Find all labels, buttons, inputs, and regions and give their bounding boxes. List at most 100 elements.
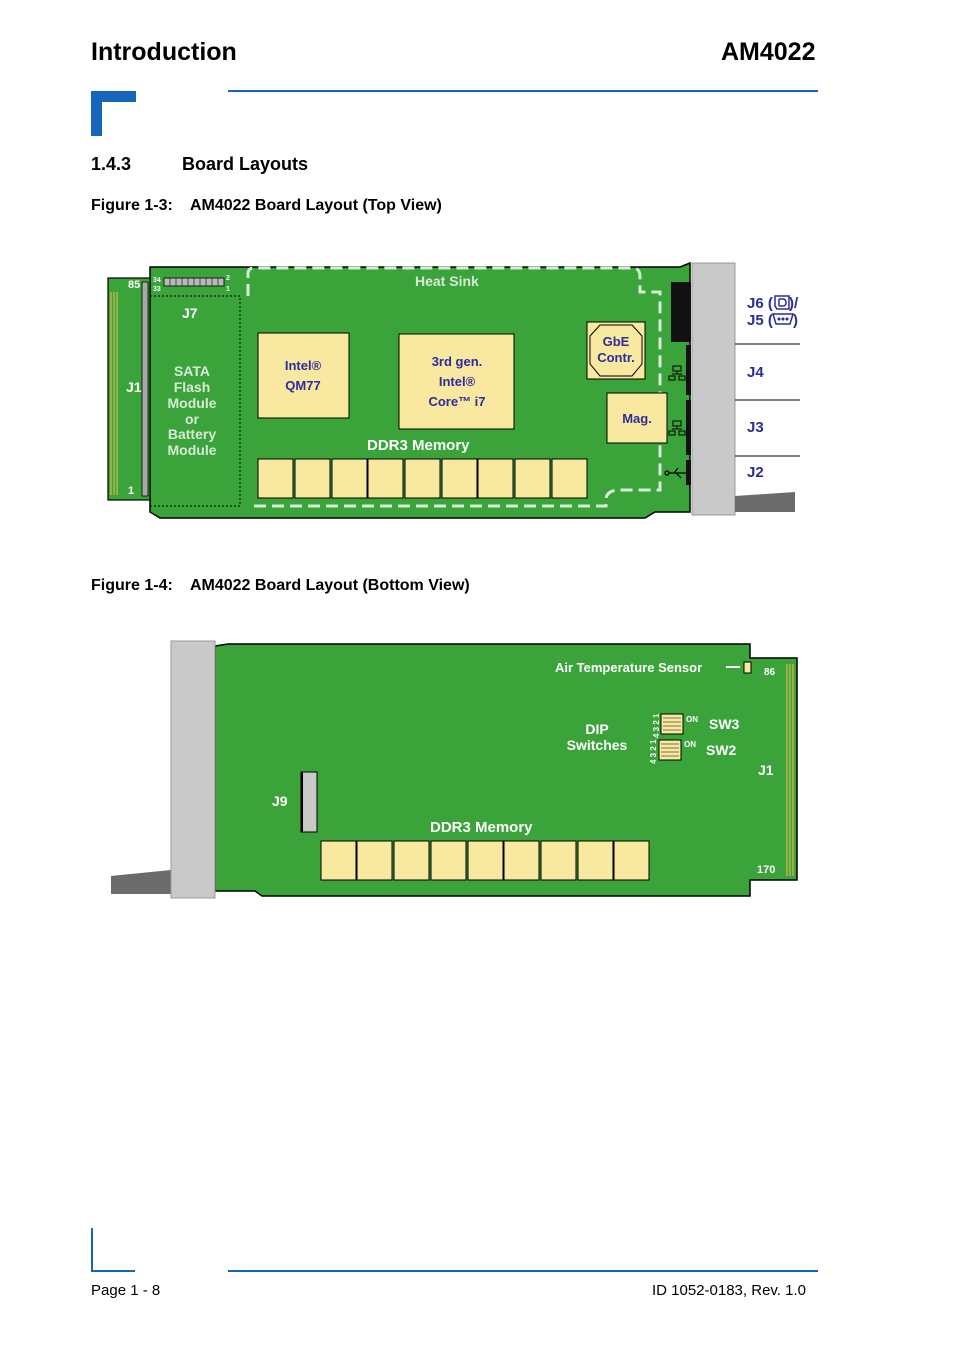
label-air-temp: Air Temperature Sensor [555, 660, 702, 675]
ddr3-chip [294, 458, 331, 499]
board-top-view: 85 34 33 2 1 1 J7 J1 Heat Sink SATA Flas… [107, 261, 800, 519]
chip-cpu [398, 333, 515, 430]
ddr3-chip [331, 458, 368, 499]
ddr3-chip [540, 840, 577, 881]
pin-label-2: 2 [226, 275, 230, 282]
figure-top-caption: Figure 1-3: AM4022 Board Layout (Top Vie… [91, 197, 442, 214]
heat-sink-outline [246, 266, 662, 508]
label-j1-bottom: J1 [758, 762, 774, 778]
pin-label-86: 86 [764, 667, 776, 678]
ddr3-chip [404, 458, 441, 499]
ejector-handle-bottom [111, 870, 171, 894]
label-sata-3: Module [168, 395, 217, 411]
board-bottom-view: Air Temperature Sensor 86 170 DIP Switch… [111, 640, 798, 899]
ddr3-chip [356, 840, 393, 881]
footer-page-number: Page 1 - 8 [91, 1282, 161, 1299]
ddr3-chip [467, 840, 504, 881]
vga-icon [771, 313, 795, 325]
ddr3-chip [551, 458, 588, 499]
ddr3-chip [477, 458, 514, 499]
chip-magnetics [606, 392, 668, 444]
section-number: 1.4.3 [91, 154, 132, 174]
ddr3-chip [514, 458, 551, 499]
label-sata-1: SATA [174, 363, 210, 379]
label-j4: J4 [747, 364, 764, 381]
usb-icon-j2 [664, 467, 686, 479]
label-sw2: SW2 [706, 742, 737, 758]
label-j6-tail: )/ [789, 295, 799, 312]
dip-switch-sw3 [660, 713, 684, 735]
label-dip-1: DIP [585, 721, 608, 737]
ethernet-icon-j4 [668, 365, 686, 381]
label-ddr3-bottom: DDR3 Memory [430, 819, 533, 836]
ddr3-chip [320, 840, 357, 881]
section-title: Board Layouts [182, 154, 309, 174]
label-intel-1: Intel® [285, 358, 322, 373]
pin-label-170: 170 [757, 864, 775, 876]
sata-module-area [149, 295, 241, 507]
label-dip-2: Switches [567, 737, 628, 753]
pin-label-1b: 1 [128, 485, 134, 497]
connector-j9 [300, 771, 318, 833]
ddr3-chip [367, 458, 404, 499]
pin-label-33: 33 [153, 286, 161, 293]
label-sata-6: Module [168, 442, 217, 458]
pin-label-85: 85 [128, 279, 140, 291]
ddr3-chip [430, 840, 467, 881]
label-sw3: SW3 [709, 716, 740, 732]
ddr3-chip [613, 840, 650, 881]
pin-label-1a: 1 [226, 286, 230, 293]
label-ddr3-top: DDR3 Memory [367, 437, 470, 454]
label-cpu-3: Core™ i7 [428, 394, 485, 409]
footer-doc-id: ID 1052-0183, Rev. 1.0 [652, 1282, 806, 1299]
label-heat-sink: Heat Sink [415, 273, 479, 289]
label-digits-sw3: 4 3 2 1 [652, 713, 661, 738]
ddr3-chip [257, 458, 294, 499]
label-sata-2: Flash [174, 379, 211, 395]
air-temp-sensor [743, 661, 752, 674]
pin-label-34: 34 [153, 277, 161, 284]
label-j6: J6 ( [747, 295, 773, 312]
header-product-name: AM4022 [721, 38, 816, 66]
label-j2: J2 [747, 464, 764, 481]
label-sata-5: Battery [168, 426, 216, 442]
displayport-icon [774, 295, 790, 310]
label-sata-4: or [185, 411, 200, 427]
corner-mark-horizontal [91, 91, 136, 102]
front-panel-bottom [170, 640, 216, 899]
board-bottom-pcb [214, 643, 798, 897]
label-gbe-2: Contr. [597, 350, 635, 365]
label-j3: J3 [747, 419, 764, 436]
label-on-sw3: ON [686, 715, 698, 724]
label-digits-sw2: 4 3 2 1 [649, 739, 658, 764]
ejector-handle-top [735, 492, 795, 512]
label-intel-2: QM77 [285, 378, 320, 393]
figure-bottom-caption: Figure 1-4: AM4022 Board Layout (Bottom … [91, 577, 470, 594]
ddr3-chip [503, 840, 540, 881]
ddr3-chip [577, 840, 614, 881]
ethernet-icon-j3 [668, 420, 686, 436]
corner-mark-vertical [91, 91, 102, 136]
footer-corner-horizontal [91, 1270, 135, 1272]
chip-gbe [586, 321, 646, 380]
footer-corner-vertical [91, 1228, 93, 1272]
label-cpu-1: 3rd gen. [432, 354, 483, 369]
label-j7: J7 [182, 305, 198, 321]
ddr3-chip [441, 458, 478, 499]
footer-rule [228, 1270, 818, 1272]
label-mag: Mag. [622, 411, 652, 426]
ddr3-chip [393, 840, 430, 881]
label-cpu-2: Intel® [439, 374, 476, 389]
label-j5: J5 ( [747, 312, 773, 329]
front-panel-top [691, 262, 736, 516]
label-j1-top: J1 [126, 379, 142, 395]
header-section-title: Introduction [91, 38, 237, 66]
chip-intel-qm77 [257, 332, 350, 419]
label-j5-tail: ) [793, 312, 798, 329]
label-on-sw2: ON [684, 740, 696, 749]
label-gbe-1: GbE [603, 334, 630, 349]
connector-j6-j5 [671, 282, 691, 342]
dip-switch-sw2 [658, 739, 682, 761]
header-rule [228, 90, 818, 92]
label-j9: J9 [272, 793, 288, 809]
